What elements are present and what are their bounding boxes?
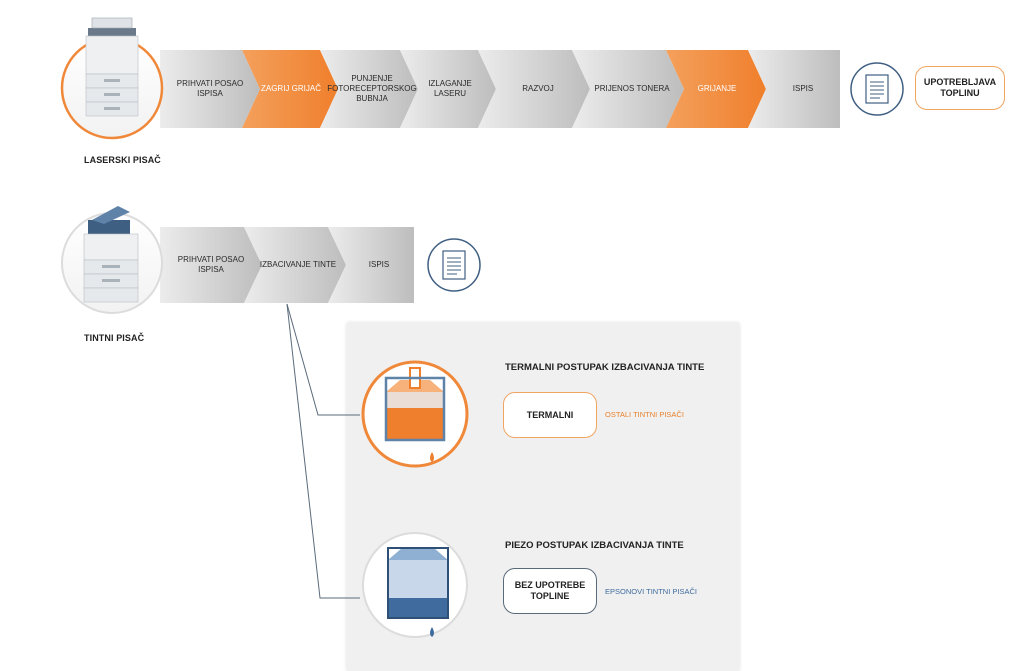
- document-icon: [850, 62, 904, 116]
- laser-step-3-label: PUNJENJE FOTORECEPTORSKOG BUBNJA: [327, 74, 417, 103]
- laser-step-5-label: RAZVOJ: [522, 84, 554, 93]
- inkjet-step-3: [328, 227, 414, 303]
- laser-printer-icon: [60, 17, 164, 140]
- laser-step-6: [572, 50, 684, 128]
- laser-step-2-label: ZAGRIJ GRIJAČ: [260, 84, 321, 93]
- laser-step-5: [478, 50, 590, 128]
- connector-piezo: [286, 303, 360, 599]
- laser-step-7-label: GRIJANJE: [697, 84, 737, 93]
- inkjet-step-2: [244, 227, 346, 303]
- inkjet-process-bar: [160, 227, 414, 303]
- thermal-title: TERMALNI POSTUPAK IZBACIVANJA TINTE: [505, 362, 705, 373]
- thermal-note: OSTALI TINTNI PISAČI: [605, 410, 684, 419]
- inkjet-step-1-label: PRIHVATI POSAO ISPISA: [177, 255, 245, 274]
- laser-step-1: [160, 50, 260, 128]
- laser-step-7: [666, 50, 766, 128]
- thermal-ink-chamber-icon: [361, 360, 469, 468]
- inkjet-step-3-label: ISPIS: [368, 260, 390, 269]
- uses-heat-badge: UPOTREBLJAVA TOPLINU: [915, 66, 1005, 110]
- laser-step-8: [748, 50, 840, 128]
- laser-step-8-label: ISPIS: [792, 84, 814, 93]
- laser-step-6-label: PRIJENOS TONERA: [594, 84, 670, 93]
- thermal-badge: TERMALNI: [503, 392, 597, 438]
- piezo-ink-chamber-icon: [362, 532, 468, 638]
- inkjet-printer-label: TINTNI PISAČ: [84, 333, 145, 343]
- laser-step-3: [320, 50, 418, 128]
- laser-step-1-label: PRIHVATI POSAO ISPISA: [176, 79, 244, 98]
- piezo-title: PIEZO POSTUPAK IZBACIVANJA TINTE: [505, 540, 684, 551]
- laser-step-2: [242, 50, 338, 128]
- laser-step-4: [400, 50, 496, 128]
- inkjet-step-1: [160, 227, 262, 303]
- document-icon: [427, 238, 481, 292]
- laser-step-4-label: IZLAGANJE LASERU: [428, 79, 472, 98]
- laser-process-bar: [160, 50, 840, 128]
- no-heat-badge: BEZ UPOTREBE TOPLINE: [503, 568, 597, 614]
- connector-thermal: [286, 303, 360, 416]
- piezo-note: EPSONOVI TINTNI PISAČI: [605, 587, 697, 596]
- inkjet-printer-icon: [61, 206, 163, 314]
- laser-printer-label: LASERSKI PISAČ: [84, 155, 161, 165]
- inkjet-step-2-label: IZBACIVANJE TINTE: [259, 260, 337, 269]
